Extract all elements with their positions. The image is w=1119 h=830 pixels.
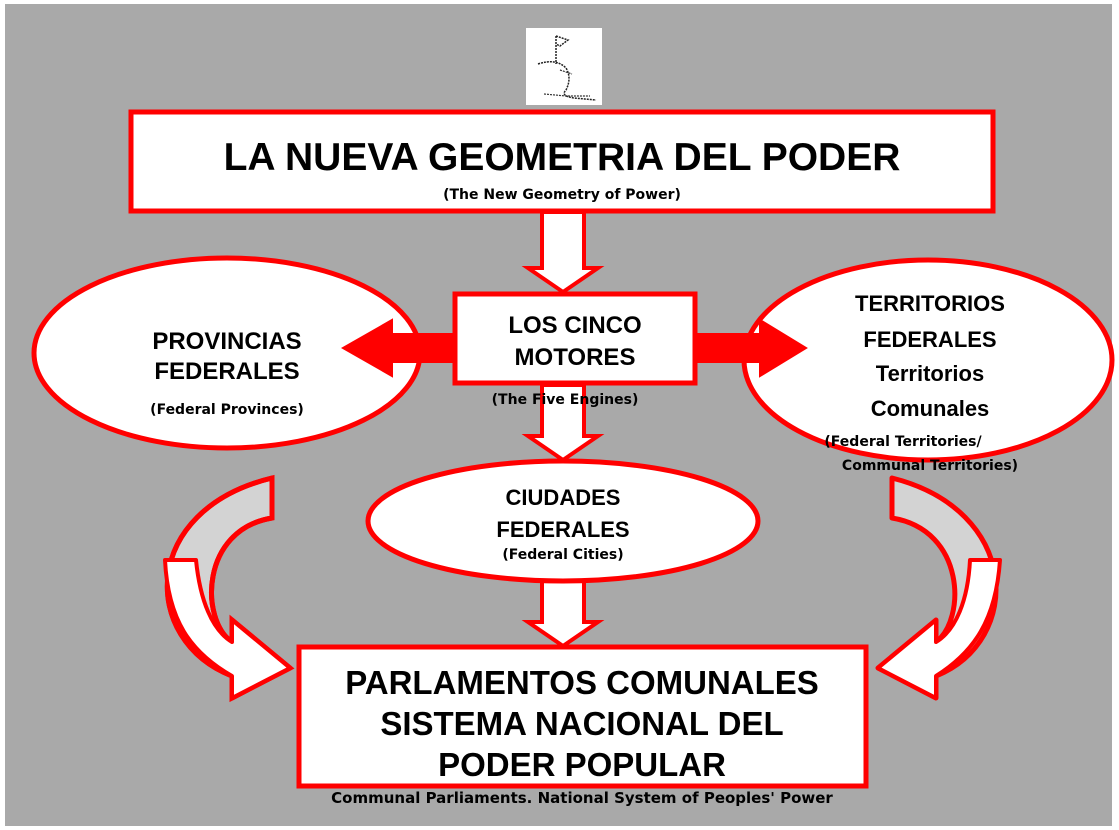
right-arrow-center-to-territories <box>694 318 808 378</box>
left-curved-arrow <box>163 474 295 703</box>
right-line1: TERRITORIOS <box>855 291 1005 316</box>
center-box <box>452 291 698 386</box>
bottom-subtitle: Communal Parliaments. National System of… <box>331 789 833 807</box>
left-line1: PROVINCIAS <box>152 328 301 355</box>
left-arrow-center-to-provinces <box>340 318 456 378</box>
right-line4: Comunales <box>871 396 990 421</box>
center-line1: LOS CINCO <box>508 312 641 339</box>
center-line2: MOTORES <box>515 344 636 371</box>
hand-drawn-figure-icon <box>526 28 602 105</box>
bottom-box <box>296 644 869 789</box>
right-line3: Territorios <box>876 361 984 386</box>
right-subtitle2: Communal Territories) <box>842 458 1018 474</box>
center-subtitle: (The Five Engines) <box>492 392 639 408</box>
middle-line1: CIUDADES <box>506 485 621 510</box>
down-arrow-cities-to-bottom <box>521 578 605 649</box>
bottom-line1: PARLAMENTOS COMUNALES <box>345 664 819 701</box>
right-curved-arrow <box>875 475 1002 701</box>
bottom-line2: SISTEMA NACIONAL DEL <box>380 705 783 742</box>
right-ellipse <box>741 257 1115 463</box>
right-subtitle1: (Federal Territories/ <box>824 434 982 450</box>
middle-subtitle: (Federal Cities) <box>502 547 623 563</box>
title-main: LA NUEVA GEOMETRIA DEL PODER <box>224 136 901 179</box>
down-arrow-center-to-cities <box>521 383 605 463</box>
right-line2: FEDERALES <box>863 327 996 352</box>
middle-line2: FEDERALES <box>496 517 629 542</box>
middle-ellipse <box>365 458 761 584</box>
title-box <box>128 109 996 214</box>
left-subtitle: (Federal Provinces) <box>150 402 304 418</box>
bottom-line3: PODER POPULAR <box>438 746 726 783</box>
title-subtitle: (The New Geometry of Power) <box>443 187 681 203</box>
down-arrow-title-to-center <box>521 210 605 295</box>
left-line2: FEDERALES <box>154 358 299 385</box>
